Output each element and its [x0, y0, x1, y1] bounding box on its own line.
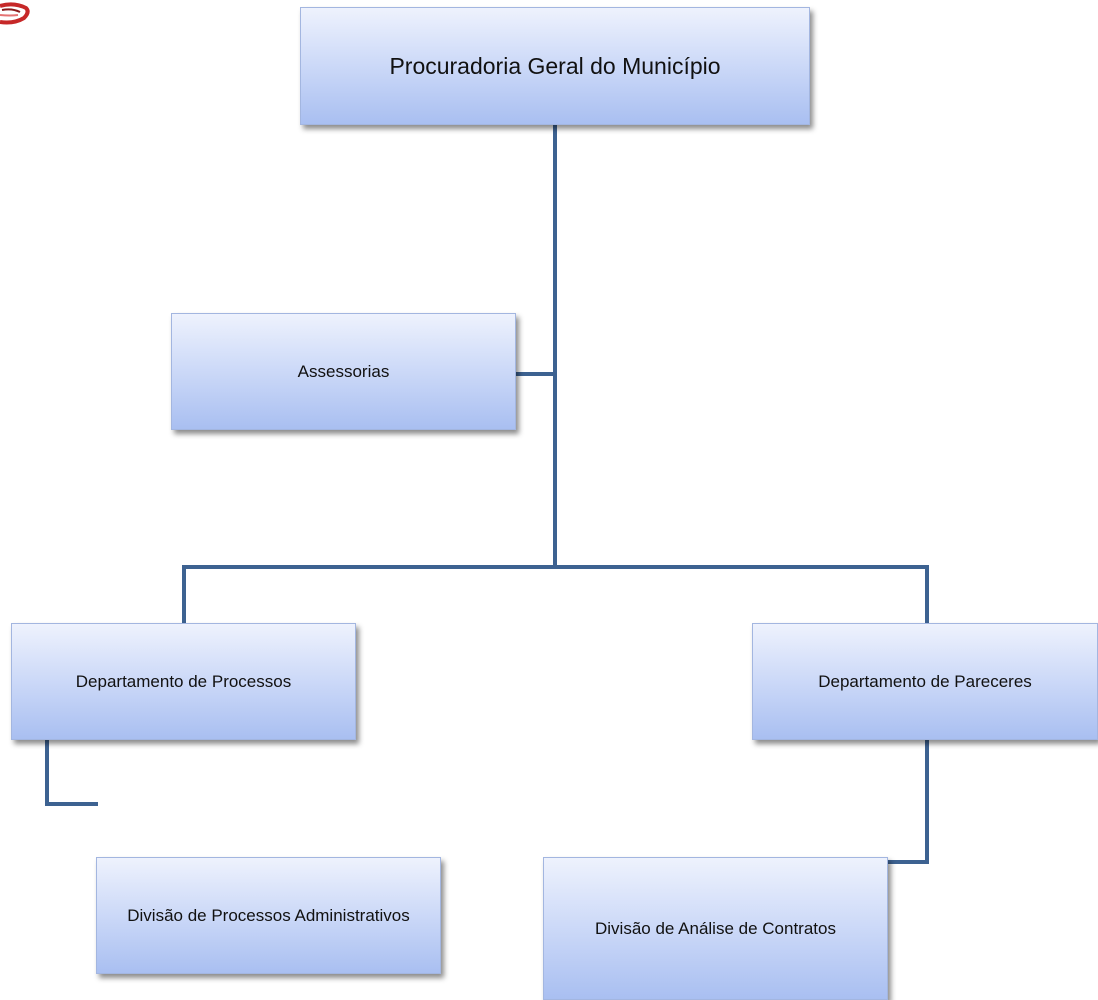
connector-dept-processos-division — [45, 738, 98, 806]
connector-departments — [182, 565, 929, 625]
node-label: Procuradoria Geral do Município — [389, 52, 721, 79]
municipal-seal-icon — [0, 2, 30, 25]
node-procuradoria-geral: Procuradoria Geral do Município — [300, 7, 810, 125]
node-divisao-analise-contratos: Divisão de Análise de Contratos — [543, 857, 888, 1000]
connector-dept-pareceres-division — [886, 738, 929, 864]
node-departamento-processos: Departamento de Processos — [11, 623, 356, 740]
node-label: Divisão de Processos Administrativos — [127, 905, 410, 925]
node-label: Assessorias — [297, 361, 390, 381]
node-divisao-processos-administrativos: Divisão de Processos Administrativos — [96, 857, 441, 974]
node-label: Divisão de Análise de Contratos — [595, 918, 836, 938]
node-label: Departamento de Processos — [75, 671, 292, 691]
node-departamento-pareceres: Departamento de Pareceres — [752, 623, 1098, 740]
node-assessorias: Assessorias — [171, 313, 516, 430]
node-label: Departamento de Pareceres — [818, 671, 1032, 691]
